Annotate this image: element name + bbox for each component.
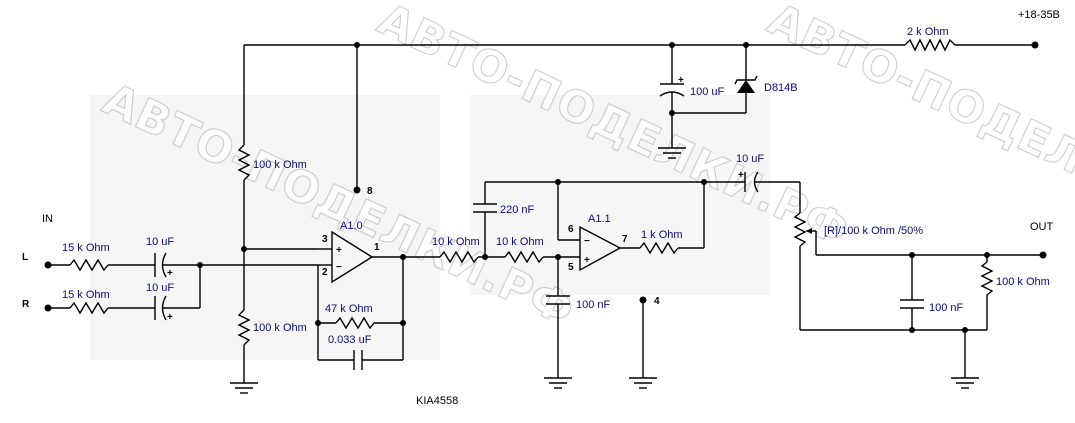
zener-label: D814В: [764, 82, 798, 94]
opamp-a11: [557, 182, 705, 272]
output-cap-polarity: +: [738, 170, 744, 181]
filter-c2-label: 100 nF: [576, 299, 611, 311]
opamp-a10-label: A1.0: [340, 220, 363, 232]
pin-6-label: 6: [568, 224, 574, 235]
filter-r2-label: 10 k Ohm: [496, 236, 544, 248]
pin-3-label: 3: [322, 234, 328, 245]
bias-r-top-label: 100 k Ohm: [253, 159, 307, 171]
chip-label: KIA4558: [416, 395, 458, 407]
filter-c1-label: 220 nF: [500, 204, 535, 216]
output-r-label: 1 k Ohm: [641, 229, 683, 241]
bias-r-bot-label: 100 k Ohm: [253, 322, 307, 334]
pin-4-label: 4: [654, 296, 660, 307]
load-r-label: 100 k Ohm: [996, 276, 1050, 288]
input-right-label: R: [22, 299, 30, 310]
input-right-path: [44, 265, 201, 321]
pin-1-label: 1: [374, 242, 380, 253]
load-cap-label: 100 nF: [929, 302, 964, 314]
input-section-label: IN: [42, 213, 53, 225]
filter-stage: [403, 179, 745, 389]
filter-r1-label: 10 k Ohm: [432, 236, 480, 248]
opamp-a11-minus: −: [584, 236, 590, 247]
bias-divider: [230, 45, 318, 394]
input-c-right-label: 10 uF: [146, 282, 174, 294]
pin-8-label: 8: [367, 186, 373, 197]
pin-7-label: 7: [622, 234, 628, 245]
input-c-left-label: 10 uF: [146, 236, 174, 248]
background-patch: [90, 95, 440, 360]
supply-voltage-label: +18-35В: [1018, 9, 1060, 21]
pin-2-label: 2: [322, 267, 328, 278]
feedback-r-label: 47 k Ohm: [325, 303, 373, 315]
cap-right-polarity: +: [167, 312, 173, 323]
opamp-a11-plus: +: [584, 255, 590, 266]
pin4-ground: [629, 296, 657, 389]
opamp-a10-plus: +: [336, 245, 342, 256]
cap-polarity: +: [678, 75, 684, 86]
background-patch: [470, 95, 770, 295]
zener-diode-symbol: [737, 80, 755, 93]
input-r-left-label: 15 k Ohm: [62, 242, 110, 254]
output-cap-label: 10 uF: [736, 153, 764, 165]
feedback-c-label: 0.033 uF: [328, 334, 372, 346]
pin-5-label: 5: [568, 262, 574, 273]
cap-left-polarity: +: [167, 268, 173, 279]
output-stage: [744, 171, 1047, 389]
resistor-2k-label: 2 k Ohm: [907, 26, 949, 38]
input-r-right-label: 15 k Ohm: [62, 289, 110, 301]
input-left-label: L: [22, 252, 28, 263]
supply-filter: [658, 45, 758, 159]
supply-terminal: [1031, 41, 1039, 49]
pot-label: [R]/100 k Ohm /50%: [824, 225, 923, 237]
resistor-2k: [904, 38, 956, 52]
supply-cap-label: 100 uF: [690, 86, 725, 98]
pin8-line: [353, 45, 361, 194]
opamp-a10-minus: −: [336, 262, 342, 273]
opamp-a10: [317, 230, 406, 323]
opamp-a11-label: A1.1: [588, 213, 611, 225]
supply-rail: [244, 38, 1039, 52]
output-label: OUT: [1030, 221, 1054, 233]
feedback-network: [315, 257, 406, 370]
input-left-path: [44, 252, 318, 278]
